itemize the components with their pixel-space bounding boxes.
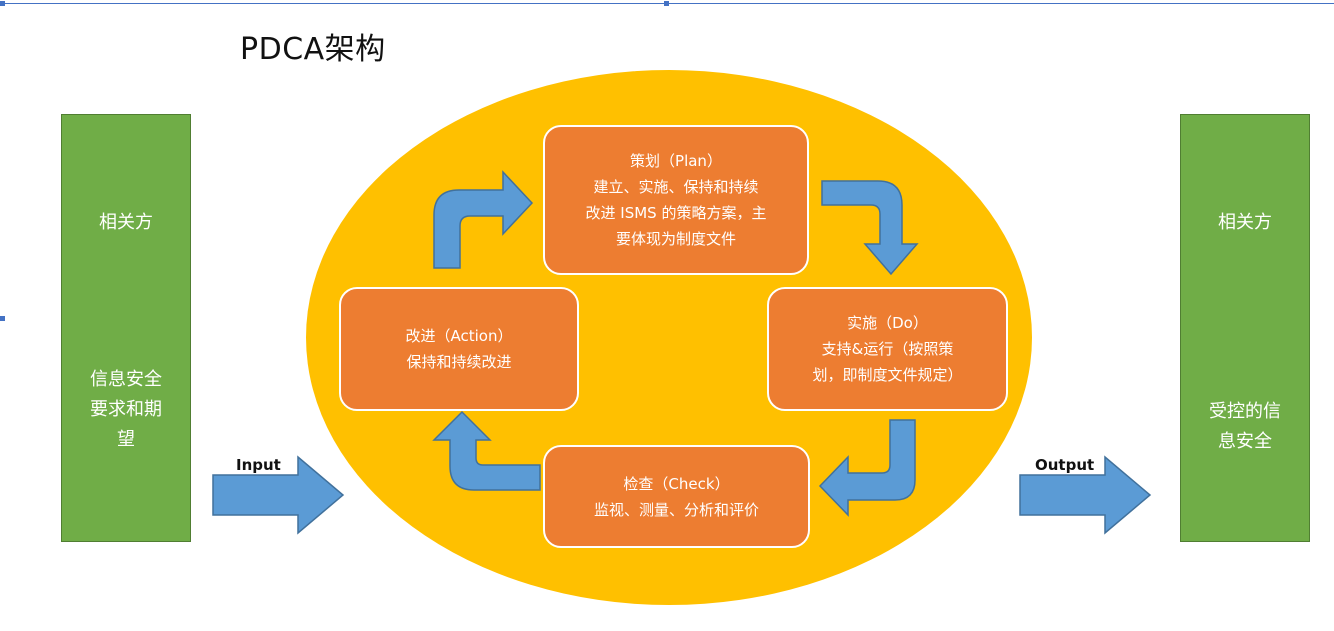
do-text-line: 划，即制度文件规定） bbox=[812, 366, 963, 384]
selection-handle[interactable] bbox=[0, 316, 5, 321]
selection-handle[interactable] bbox=[0, 1, 5, 6]
check-text-line: 监视、测量、分析和评价 bbox=[593, 500, 759, 519]
diagram-title: PDCA架构 bbox=[240, 32, 386, 67]
output-label: Output bbox=[1035, 456, 1095, 474]
plan-text-line: 建立、实施、保持和持续 bbox=[593, 178, 759, 196]
action-to-plan-arrow-icon bbox=[433, 170, 534, 269]
plan-phase-box: 策划（Plan） 建立、实施、保持和持续 改进 ISMS 的策略方案，主 要体现… bbox=[543, 125, 809, 275]
left-box-line: 要求和期 bbox=[90, 399, 162, 420]
left-box-line: 信息安全 bbox=[90, 369, 162, 390]
right-box-line: 受控的信 bbox=[1209, 401, 1281, 422]
do-heading: 实施（Do） bbox=[847, 314, 928, 332]
check-phase-box: 检查（Check） 监视、测量、分析和评价 bbox=[543, 445, 810, 548]
plan-to-do-arrow-icon bbox=[821, 180, 919, 276]
output-arrow-icon bbox=[1019, 455, 1152, 535]
action-text-line: 保持和持续改进 bbox=[406, 353, 512, 371]
plan-text-line: 要体现为制度文件 bbox=[615, 230, 736, 248]
action-phase-box: 改进（Action） 保持和持续改进 bbox=[339, 287, 579, 411]
left-stakeholder-box: 相关方 信息安全 要求和期 望 bbox=[61, 114, 191, 542]
do-text-line: 支持&运行（按照策 bbox=[821, 340, 954, 358]
do-to-check-arrow-icon bbox=[818, 419, 916, 517]
right-box-line: 息安全 bbox=[1218, 431, 1272, 452]
plan-heading: 策划（Plan） bbox=[630, 152, 722, 170]
check-to-action-arrow-icon bbox=[432, 410, 541, 491]
right-stakeholder-box: 相关方 受控的信 息安全 bbox=[1180, 114, 1310, 542]
selection-handle[interactable] bbox=[664, 1, 669, 6]
left-box-heading: 相关方 bbox=[99, 212, 153, 233]
plan-text-line: 改进 ISMS 的策略方案，主 bbox=[585, 204, 767, 222]
input-arrow-icon bbox=[212, 455, 345, 535]
action-heading: 改进（Action） bbox=[405, 327, 513, 345]
left-box-line: 望 bbox=[117, 429, 135, 450]
input-label: Input bbox=[236, 456, 281, 474]
check-heading: 检查（Check） bbox=[623, 474, 730, 493]
do-phase-box: 实施（Do） 支持&运行（按照策 划，即制度文件规定） bbox=[767, 287, 1008, 411]
right-box-heading: 相关方 bbox=[1218, 212, 1272, 233]
